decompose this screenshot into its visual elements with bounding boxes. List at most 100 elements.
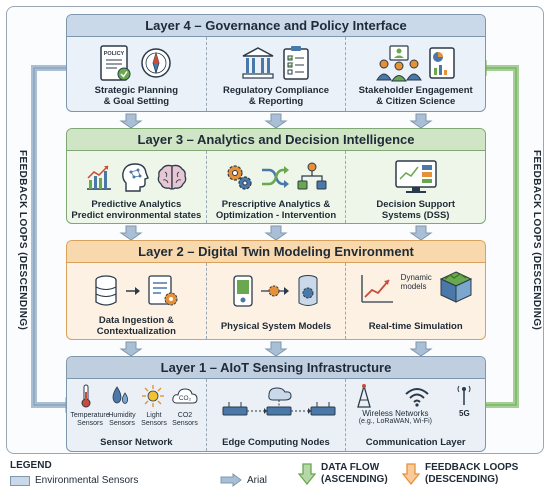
wireless-networks-sublabel: (e.g., LoRaWAN, Wi-Fi)	[358, 418, 432, 425]
shuffle-arrows-icon	[262, 166, 289, 188]
legend-environmental-sensors: Environmental Sensors	[10, 475, 138, 486]
dashboard-monitor-icon	[394, 160, 437, 193]
prescriptive-analytics-line1: Prescriptive Analytics &	[221, 199, 331, 210]
prescriptive-analytics-column: Prescriptive Analytics & Optimization - …	[207, 151, 347, 223]
legend: LEGEND Environmental Sensors Arial DATA …	[6, 458, 546, 502]
stakeholder-engagement-line1: Stakeholder Engagement	[358, 85, 473, 96]
flowchart-icon	[297, 162, 327, 190]
arrow-right-icon	[126, 287, 141, 295]
government-building-icon	[242, 47, 274, 79]
head-network-icon	[122, 163, 150, 192]
strategic-planning-line1: Strategic Planning	[94, 85, 179, 96]
co2-sensors-label: CO2 Sensors	[172, 412, 198, 427]
co2-icon-text: CO₂	[179, 395, 192, 402]
feedback-loops-left-label: FEEDBACK LOOPS (DESCENDING)	[17, 150, 28, 331]
data-ingestion-label: Data Ingestion & Contextualization	[69, 315, 204, 337]
decision-support-column: Decision Support Systems (DSS)	[346, 151, 485, 223]
terrain-cube-icon	[439, 271, 472, 303]
stakeholder-engagement-line2: & Citizen Science	[376, 96, 456, 107]
layer-4-title: Layer 4 – Governance and Policy Interfac…	[67, 15, 485, 37]
real-time-simulation-label: Real-time Simulation	[368, 321, 463, 332]
strategic-planning-label: Strategic Planning & Goal Setting	[69, 85, 204, 107]
policy-document-icon: POLICY	[100, 45, 131, 81]
5g-label: 5G	[459, 409, 470, 418]
legend-feedback-loops: FEEDBACK LOOPS (DESCENDING)	[402, 462, 518, 486]
arrow-down-green-icon	[298, 463, 316, 485]
legend-arial: Arial	[220, 473, 267, 487]
humidity-drops-icon	[112, 386, 129, 404]
physical-system-models-column: Physical System Models	[207, 263, 347, 339]
strategic-planning-column: POLICY Strategic Planning & Goal Setting	[67, 37, 207, 111]
feedback-loops-right-label: FEEDBACK LOOPS (DESCENDING)	[531, 150, 542, 331]
people-meeting-icon	[375, 45, 422, 82]
stakeholder-engagement-column: Stakeholder Engagement & Citizen Science	[346, 37, 485, 111]
legend-feedback-loops-line1: FEEDBACK LOOPS	[425, 462, 519, 473]
process-flow-icon	[261, 285, 289, 297]
wireless-networks-label: Wireless Networks	[362, 409, 429, 418]
regulatory-compliance-label: Regulatory Compliance & Reporting	[209, 85, 344, 107]
decision-support-line2: Systems (DSS)	[381, 210, 450, 221]
brain-icon	[158, 164, 187, 190]
legend-data-flow-line2: (ASCENDING)	[321, 474, 388, 485]
predictive-analytics-column: Predictive Analytics Predict environment…	[67, 151, 207, 223]
data-report-icon	[428, 47, 455, 79]
arrow-down-orange-icon	[402, 463, 420, 485]
cylinder-model-icon	[298, 275, 318, 306]
humidity-sensors-label: Humidity Sensors	[108, 412, 136, 427]
predictive-analytics-line2: Predict environmental states	[71, 210, 202, 221]
layer-4-panel: Layer 4 – Governance and Policy Interfac…	[66, 14, 486, 112]
communication-layer-column: Wireless Networks (e.g., LoRaWAN, Wi-Fi)…	[346, 379, 485, 451]
data-ingestion-line1: Data Ingestion &	[98, 315, 174, 326]
gears-icon	[227, 165, 252, 190]
sun-light-icon	[142, 385, 164, 407]
layer-2-panel: Layer 2 – Digital Twin Modeling Environm…	[66, 240, 486, 340]
layer-1-panel: Layer 1 – AIoT Sensing Infrastructure	[66, 356, 486, 452]
physical-system-models-label: Physical System Models	[220, 321, 332, 332]
layer-2-title: Layer 2 – Digital Twin Modeling Environm…	[67, 241, 485, 263]
regulatory-compliance-line2: & Reporting	[248, 96, 304, 107]
thermometer-icon	[81, 384, 91, 408]
legend-title: LEGEND	[10, 460, 52, 471]
edge-computing-label: Edge Computing Nodes	[222, 437, 330, 448]
trend-chart-icon	[87, 165, 112, 190]
legend-data-flow-line1: DATA FLOW	[321, 462, 380, 473]
layer-3-title: Layer 3 – Analytics and Decision Intelli…	[67, 129, 485, 151]
device-icon	[233, 275, 253, 307]
data-ingestion-column: Data Ingestion & Contextualization	[67, 263, 207, 339]
legend-data-flow: DATA FLOW (ASCENDING)	[298, 462, 388, 486]
regulatory-compliance-column: Regulatory Compliance & Reporting	[207, 37, 347, 111]
prescriptive-analytics-line2: Optimization - Intervention	[215, 210, 337, 221]
decision-support-label: Decision Support Systems (DSS)	[348, 199, 483, 221]
line-graph-icon	[361, 275, 393, 303]
compass-icon	[141, 48, 172, 78]
checklist-icon	[283, 46, 309, 80]
communication-layer-label: Communication Layer	[365, 437, 466, 448]
legend-environmental-sensors-label: Environmental Sensors	[35, 475, 139, 486]
prescriptive-analytics-label: Prescriptive Analytics & Optimization - …	[209, 199, 344, 221]
antenna-5g-icon	[457, 385, 471, 405]
predictive-analytics-label: Predictive Analytics Predict environment…	[69, 199, 204, 221]
layer-3-panel: Layer 3 – Analytics and Decision Intelli…	[66, 128, 486, 224]
edge-computing-column: Edge Computing Nodes	[207, 379, 347, 451]
legend-swatch	[10, 475, 30, 486]
light-sensors-label: Light Sensors	[141, 412, 167, 427]
co2-cloud-icon: CO₂	[172, 388, 198, 404]
edge-nodes-icon	[222, 387, 336, 416]
data-ingestion-line2: Contextualization	[96, 326, 176, 337]
real-time-simulation-column: Dynamic models Real-time Simulation	[346, 263, 485, 339]
database-icon	[95, 275, 117, 306]
legend-arial-label: Arial	[247, 474, 268, 486]
dynamic-models-label: Dynamic models	[400, 273, 432, 291]
radio-tower-icon	[357, 383, 372, 408]
layer-1-title: Layer 1 – AIoT Sensing Infrastructure	[67, 357, 485, 379]
sensor-network-column: CO₂ Temperature Sensors Humidity Sensors…	[67, 379, 207, 451]
temperature-sensors-label: Temperature Sensors	[70, 412, 110, 427]
wifi-icon	[405, 388, 430, 407]
policy-icon-text: POLICY	[104, 51, 125, 57]
arrow-right-icon	[220, 473, 242, 487]
predictive-analytics-line1: Predictive Analytics	[91, 199, 182, 210]
document-gear-icon	[148, 275, 178, 306]
sensor-network-label: Sensor Network	[100, 437, 173, 448]
regulatory-compliance-line1: Regulatory Compliance	[222, 85, 330, 96]
strategic-planning-line2: & Goal Setting	[103, 96, 170, 107]
